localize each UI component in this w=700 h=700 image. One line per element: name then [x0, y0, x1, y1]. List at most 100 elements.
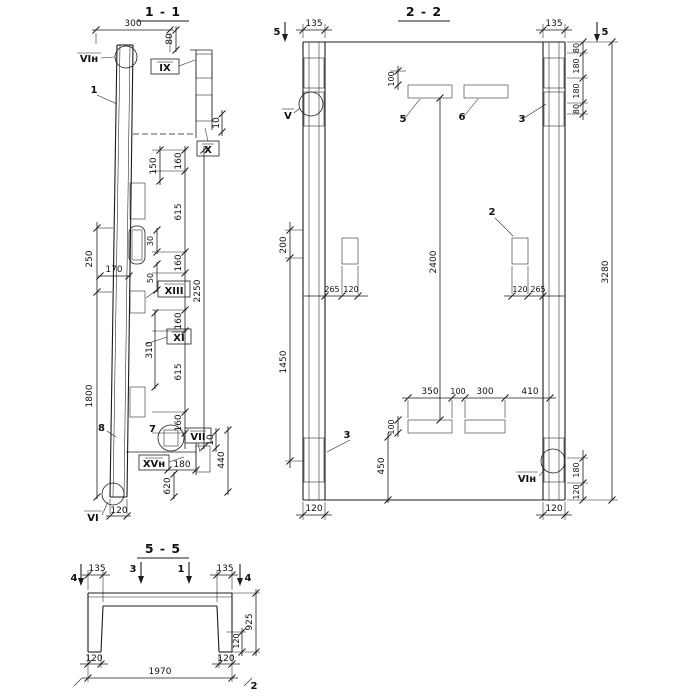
view-label-vin: VIн	[518, 474, 536, 485]
part-label-5: 5	[400, 114, 407, 125]
dim-100-top: 100	[387, 71, 396, 86]
detail-circle-vin	[540, 448, 566, 474]
label-box-vii	[184, 427, 212, 444]
cut-mark-1: 1	[178, 564, 185, 575]
cut-tick-2-right	[243, 677, 253, 687]
dim-30: 30	[146, 236, 155, 246]
part-label-8: 8	[98, 423, 105, 434]
dim-120-side: 120	[232, 633, 241, 648]
anchor-plate-hatch	[195, 445, 211, 473]
view-label-vin-top: VIн	[80, 54, 98, 65]
dim-160-a: 160	[174, 152, 184, 169]
panel-outline	[302, 41, 566, 501]
dim-265-left: 265	[324, 285, 339, 294]
dim-250: 250	[85, 250, 95, 267]
dim-440: 440	[217, 451, 227, 468]
dimension-ticks-1-1	[92, 26, 232, 520]
dim-170: 170	[105, 265, 122, 275]
dim-135-right: 135	[545, 19, 562, 29]
section-markers-5-5	[73, 562, 253, 687]
view-label-xiii: XIII	[165, 286, 184, 297]
slot-detail	[128, 225, 146, 265]
cut-arrow-right	[594, 34, 600, 42]
dim-180-t1: 180	[572, 58, 581, 73]
dim-2400: 2400	[429, 250, 439, 273]
detail-circle-vin-top	[114, 45, 138, 69]
dim-1970: 1970	[149, 667, 172, 677]
dim-10-bottom: 10	[206, 434, 216, 446]
part-label-1: 1	[91, 85, 98, 96]
dim-180: 180	[173, 460, 190, 470]
cut-arrow-4-right	[237, 578, 243, 586]
top-bar-right	[463, 84, 509, 99]
cut-mark-5-left: 5	[274, 27, 281, 38]
mid-embed-right	[511, 237, 529, 265]
dim-120-under-left: 120	[305, 504, 322, 514]
label-box-x	[196, 140, 220, 157]
dim-410: 410	[521, 387, 538, 397]
embed-hatch	[129, 386, 146, 418]
part-label-3-bottom: 3	[344, 430, 351, 441]
detail-circle-v	[298, 91, 324, 117]
slot-hatch	[131, 229, 143, 261]
cut-tick-2-left	[73, 677, 83, 687]
detail-7-hatch	[163, 429, 179, 447]
detail-circle-vi	[101, 482, 125, 506]
dimension-lines-1-1	[92, 26, 229, 517]
embed-hatch	[129, 290, 146, 314]
mid-embed-left	[341, 237, 359, 265]
dim-350: 350	[421, 387, 438, 397]
embed-hatch	[129, 182, 146, 220]
cut-mark-4-left: 4	[71, 573, 78, 584]
leaders-1-1	[77, 52, 220, 516]
dimension-ticks-5-5	[84, 571, 260, 682]
part-label-2: 2	[489, 207, 496, 218]
dim-120-chain-bottom: 120	[572, 484, 581, 499]
dim-80-t1: 80	[572, 43, 581, 53]
view-label-v: V	[284, 111, 292, 122]
dim-615-b: 615	[174, 363, 184, 380]
detail-circle-7	[157, 424, 185, 452]
dim-135-left-55: 135	[88, 564, 105, 574]
label-box-xiii	[157, 280, 191, 298]
dim-160-b: 160	[174, 254, 184, 271]
dim-3280: 3280	[601, 260, 611, 283]
dim-300-mid: 300	[476, 387, 493, 397]
cut-arrow-4-left	[78, 578, 84, 586]
leaders-2-2	[282, 98, 547, 477]
dim-1800: 1800	[85, 384, 95, 407]
dim-120-under-right: 120	[545, 504, 562, 514]
dim-80: 80	[165, 33, 175, 45]
dim-2250: 2250	[193, 279, 203, 302]
embedded-parts	[128, 182, 146, 418]
part-label-6: 6	[459, 112, 466, 123]
channel-profile	[87, 592, 233, 653]
dim-10-top: 10	[212, 117, 222, 129]
anchor-plate-hatch	[195, 94, 213, 122]
view-label-xi: XI	[173, 333, 184, 344]
dim-200: 200	[279, 236, 289, 253]
view-label-ix: IX	[159, 63, 171, 74]
cut-mark-4-right: 4	[245, 573, 252, 584]
dim-180-chain-bottom: 180	[572, 462, 581, 477]
label-box-xi	[166, 328, 192, 345]
dim-150: 150	[149, 157, 159, 174]
section-5-5: 5 - 5	[71, 541, 260, 692]
dim-160-d: 160	[174, 414, 184, 431]
part-label-7: 7	[149, 424, 156, 435]
dim-450: 450	[377, 457, 387, 474]
dim-80-t2: 80	[572, 104, 581, 114]
view-label-x: X	[204, 145, 212, 156]
dim-135-left: 135	[305, 19, 322, 29]
section-2-2: 2 - 2	[274, 4, 618, 520]
dim-120: 120	[110, 506, 127, 516]
section-5-5-title: 5 - 5	[145, 541, 181, 556]
part-label-3-top: 3	[519, 114, 526, 125]
dim-310: 310	[145, 341, 155, 358]
dim-100-mid: 100	[450, 387, 465, 396]
dim-160-c: 160	[174, 312, 184, 329]
dim-1450: 1450	[279, 350, 289, 373]
